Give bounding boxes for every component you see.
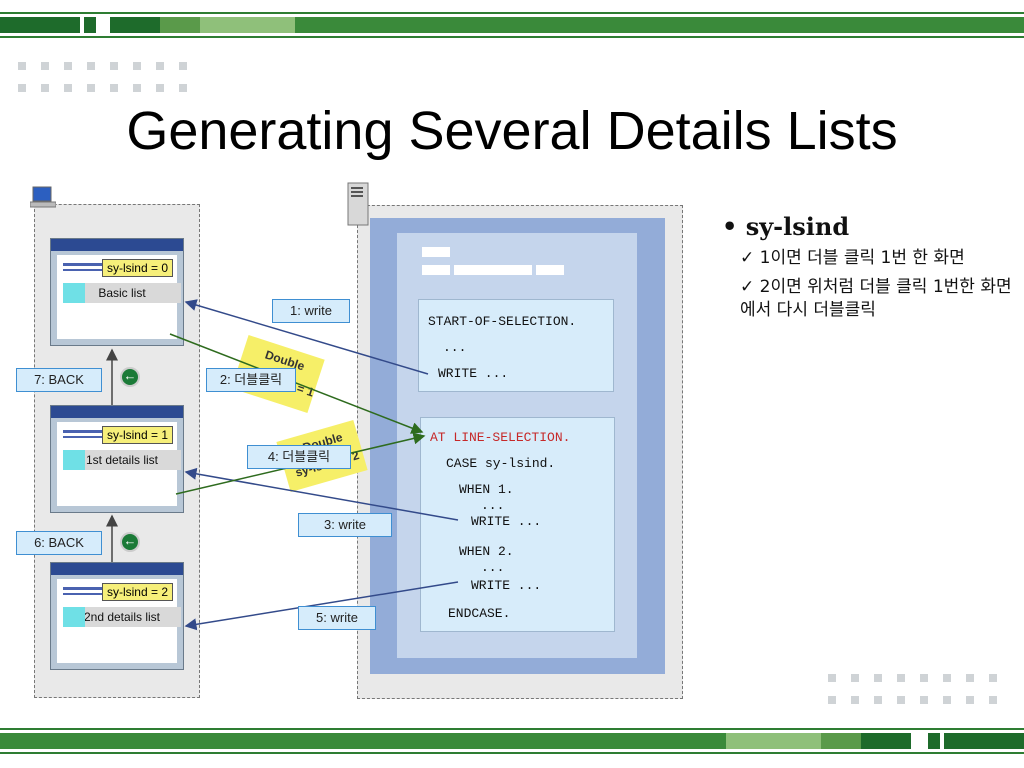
code-line: WHEN 1. bbox=[459, 482, 514, 497]
code-box-at-line-selection: AT LINE-SELECTION. CASE sy-lsind. WHEN 1… bbox=[420, 417, 615, 632]
bullet-sy-lsind: sy-lsind bbox=[745, 212, 850, 241]
write-3-arrow bbox=[184, 467, 459, 521]
list-label: 1st details list bbox=[63, 450, 181, 470]
code-line: WRITE ... bbox=[438, 366, 509, 381]
sy-lsind-tag: sy-lsind = 1 bbox=[101, 426, 173, 444]
code-line: START-OF-SELECTION. bbox=[428, 314, 577, 329]
write-5-arrow bbox=[184, 581, 459, 631]
sy-lsind-tag: sy-lsind = 0 bbox=[101, 259, 173, 277]
top-dots-decor bbox=[18, 62, 187, 92]
bottom-dots-decor bbox=[828, 674, 997, 704]
details-list-2-window[interactable]: sy-lsind = 2 2nd details list bbox=[50, 562, 184, 670]
code-line: WHEN 2. bbox=[459, 544, 514, 559]
code-line: ... bbox=[481, 498, 505, 513]
sy-lsind-tag: sy-lsind = 2 bbox=[101, 583, 173, 601]
code-box-start-of-selection: START-OF-SELECTION. ... WRITE ... bbox=[418, 299, 614, 392]
label-write-5: 5: write bbox=[298, 606, 376, 630]
page-title: Generating Several Details Lists bbox=[126, 101, 898, 161]
double-click-2-arrow bbox=[169, 333, 424, 434]
label-back-6: 6: BACK bbox=[16, 531, 102, 555]
program-header-block bbox=[422, 265, 450, 275]
code-line: ... bbox=[481, 560, 505, 575]
list-label: Basic list bbox=[63, 283, 181, 303]
details-list-1-window[interactable]: sy-lsind = 1 1st details list bbox=[50, 405, 184, 513]
label-write-3: 3: write bbox=[298, 513, 392, 537]
label-write-1: 1: write bbox=[272, 299, 350, 323]
program-header-block bbox=[422, 247, 450, 257]
label-double-click-4: 4: 더블클릭 bbox=[247, 445, 351, 469]
program-header-block bbox=[536, 265, 564, 275]
note-item-2: 2이면 위처럼 더블 클릭 1번한 화면에서 다시 더블클릭 bbox=[740, 277, 1012, 320]
notes-panel: • sy-lsind ✓ 1이면 더블 클릭 1번 한 화면 ✓ 2이면 위처럼… bbox=[722, 212, 1012, 320]
code-line: WRITE ... bbox=[471, 514, 542, 529]
bottom-decor-bar bbox=[0, 728, 1024, 754]
label-double-click-2: 2: 더블클릭 bbox=[206, 368, 296, 392]
code-line: AT LINE-SELECTION. bbox=[430, 430, 571, 445]
code-line: ... bbox=[443, 340, 467, 355]
basic-list-window[interactable]: sy-lsind = 0 Basic list bbox=[50, 238, 184, 346]
note-item-1: 1이면 더블 클릭 1번 한 화면 bbox=[759, 248, 965, 268]
back-icon[interactable] bbox=[120, 532, 140, 552]
back-icon[interactable] bbox=[120, 367, 140, 387]
write-1-arrow bbox=[184, 299, 429, 375]
top-decor-bar bbox=[0, 12, 1024, 38]
code-line: WRITE ... bbox=[471, 578, 542, 593]
label-back-7: 7: BACK bbox=[16, 368, 102, 392]
code-line: CASE sy-lsind. bbox=[446, 456, 556, 471]
program-header-block bbox=[454, 265, 532, 275]
list-label: 2nd details list bbox=[63, 607, 181, 627]
server-icon bbox=[347, 182, 369, 226]
client-computer-icon bbox=[30, 186, 56, 208]
code-line: ENDCASE. bbox=[448, 606, 511, 621]
